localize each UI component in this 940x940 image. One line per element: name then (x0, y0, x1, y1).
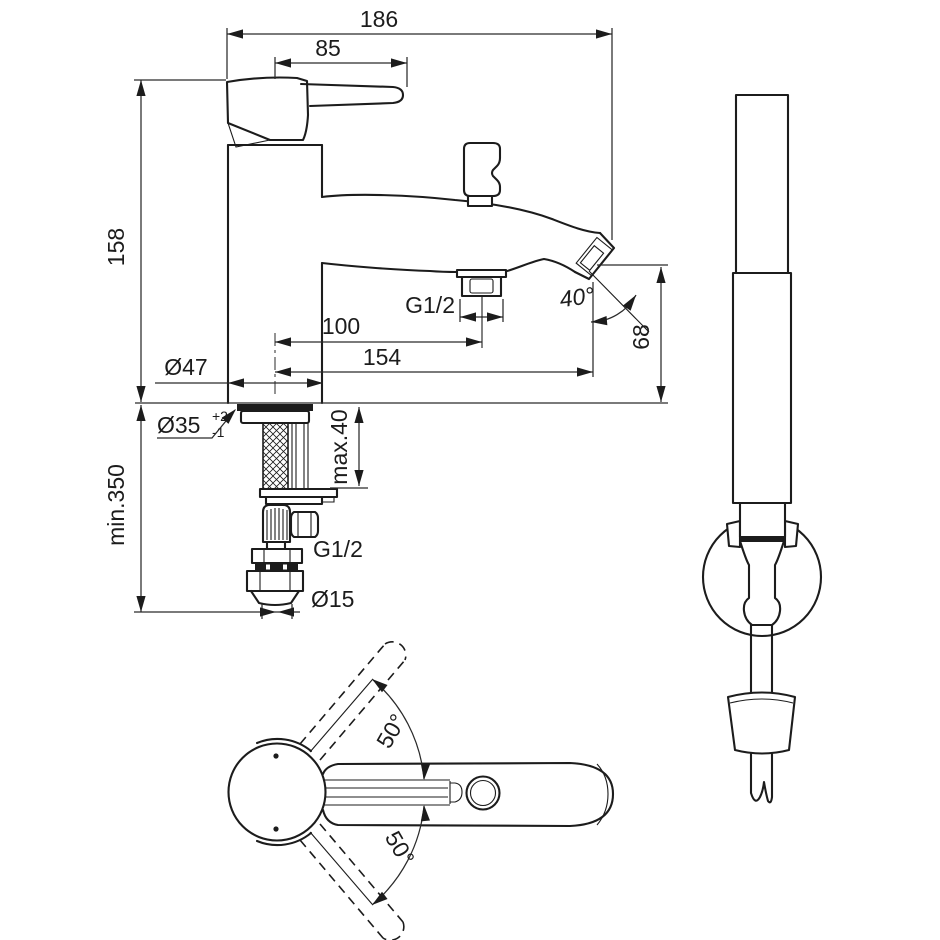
hose-lower-tube (749, 752, 774, 804)
lever-phantom-down (299, 823, 405, 940)
hose-cone-nut (726, 691, 797, 755)
compression-nut-facets (259, 571, 291, 591)
lever-outline (299, 82, 405, 108)
under-deck-assembly (237, 404, 339, 607)
handle-cap-bevel-line (227, 122, 271, 148)
front-view-dimensions: 186 85 158 min.350 Ø47 (103, 6, 668, 619)
dim-100-label: 100 (322, 313, 360, 339)
diverter-knob-outline (462, 141, 502, 198)
clamp-plate-lower (264, 495, 324, 506)
angle-40-ray (588, 270, 650, 333)
oring-slit-left (266, 564, 270, 570)
handshower-lower-body (731, 271, 793, 505)
handshower-neck (738, 501, 787, 539)
phantom-down-radial (309, 831, 373, 905)
dim-186-label: 186 (360, 6, 398, 32)
compression-taper (249, 589, 301, 607)
body-top-circle (227, 742, 327, 842)
screw-dot-lower (273, 826, 279, 832)
compression-nut-hex (245, 569, 305, 593)
oring-band (255, 563, 298, 571)
base-gasket (237, 404, 313, 411)
handshower-upper-body (734, 93, 790, 275)
dim-o15-label: Ø15 (311, 586, 354, 612)
lever-ridge-lines (324, 779, 451, 806)
lever-end-cap-seam (596, 763, 609, 826)
dim-o35-tol-minus: -1 (212, 424, 225, 440)
bracket-ear-left (725, 519, 742, 549)
dim-min350-label: min.350 (103, 464, 129, 546)
spout-bottom-outline-tip (502, 257, 577, 274)
lever-phantom-up (299, 641, 407, 761)
hose-cone-top-face (729, 698, 794, 704)
dim-154-label: 154 (363, 344, 402, 370)
side-view-handshower (701, 93, 823, 804)
dim-g12-outlet-label: G1/2 (405, 292, 455, 318)
phantom-up-radial (309, 679, 373, 753)
base-rim-arc-top (255, 737, 313, 753)
lever-ridge-end-tab (450, 782, 463, 803)
angle-valve-hex (289, 510, 320, 539)
dim-40deg-label: 40° (558, 282, 596, 313)
lever-top-outline (321, 761, 615, 828)
dim-g12-inlet-label: G1/2 (313, 536, 363, 562)
spout-bottom-outline (320, 261, 460, 274)
hose-upper-tube (749, 623, 774, 694)
dim-o35-label: Ø35 (157, 412, 200, 438)
base-rim-arc-bottom (255, 831, 313, 847)
hose-rib-lines (266, 508, 288, 540)
compression-upper-hex (250, 547, 304, 565)
screw-dot-upper (273, 753, 279, 759)
aerator-inner-rect (579, 244, 605, 272)
bracket-clamp-band (739, 536, 786, 541)
lever-button-outer (465, 775, 501, 811)
handle-cap-outline (225, 76, 310, 142)
dim-158-label: 158 (103, 228, 129, 266)
braided-hose (262, 422, 289, 490)
mounting-stud-threads (295, 423, 305, 489)
oring-slit-right (283, 564, 287, 570)
hose-nut-inner-square (469, 278, 494, 294)
dim-max40-label: max.40 (326, 409, 352, 484)
dim-68-label: 68 (628, 324, 654, 350)
bracket-ear-right (783, 519, 800, 549)
front-view-mixer: 186 85 158 min.350 Ø47 (103, 6, 668, 619)
faucet-outline (225, 76, 616, 405)
dim-85-label: 85 (315, 35, 341, 61)
dim-o47-label: Ø47 (164, 354, 207, 380)
clamp-plate-step (322, 496, 335, 503)
lever-button-inner (469, 779, 497, 807)
angle-valve-facets (297, 512, 312, 537)
compression-upper-facets (263, 549, 291, 563)
aerator-outer-rect (575, 236, 614, 277)
hose-nut-body (460, 275, 503, 298)
dim-o35-tol-plus: +2 (212, 408, 228, 424)
